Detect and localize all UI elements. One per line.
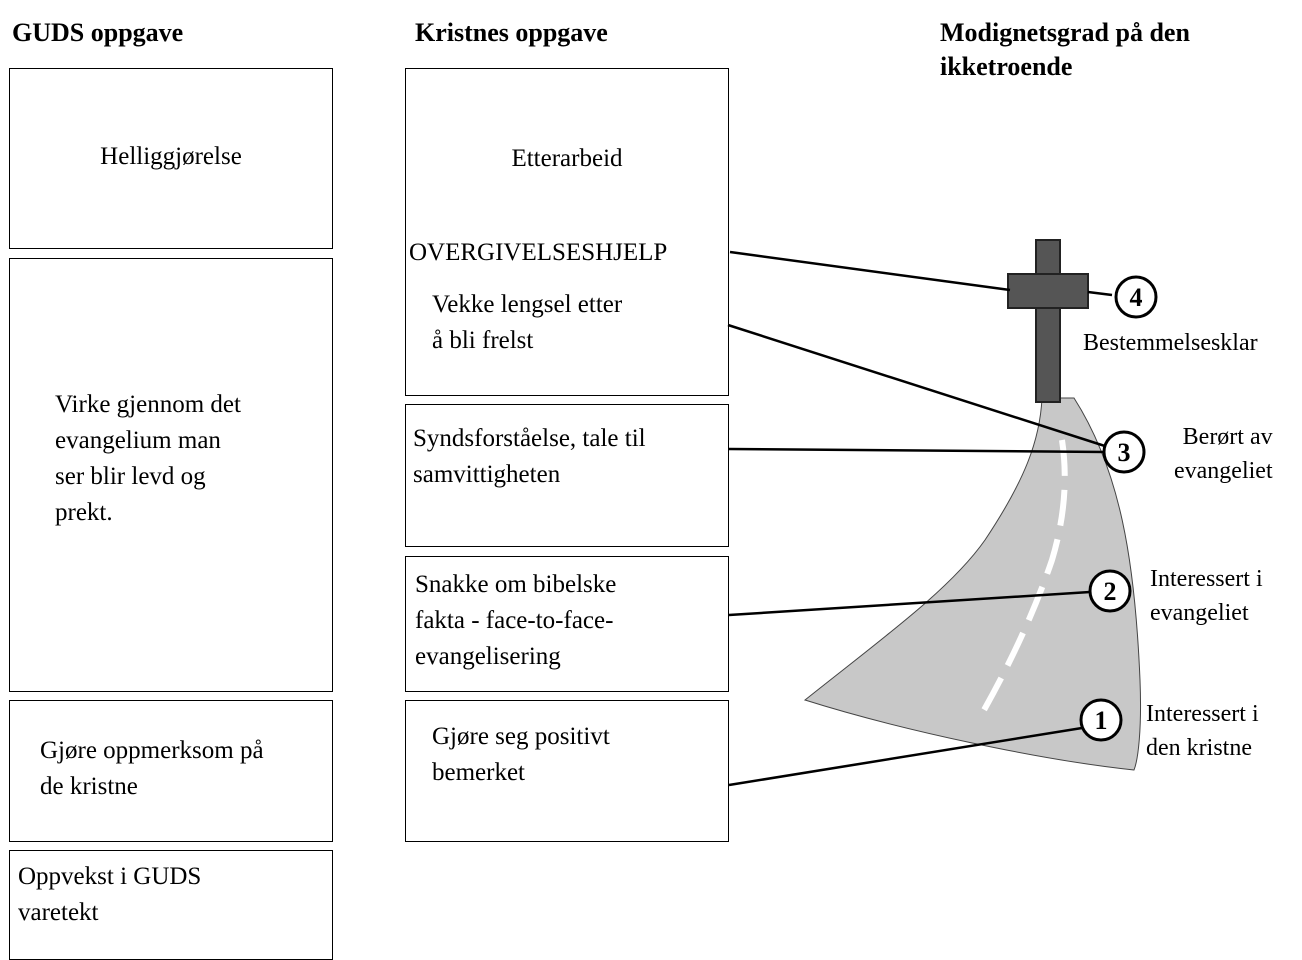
step-marker-4: [1114, 275, 1158, 319]
kristen-box-text: Etterarbeid: [511, 145, 623, 172]
road-stripe: [981, 439, 1068, 712]
step-number-4: 4: [1130, 283, 1143, 312]
gud-box-text: Oppvekst i GUDS varetekt: [18, 863, 202, 926]
kristen-box-text: Syndsforståelse, tale til samvittigheten: [413, 425, 646, 488]
step-marker-1: [1079, 698, 1123, 742]
step-number-1: 1: [1095, 706, 1108, 735]
step-label-1: Interessert i den kristne: [1146, 701, 1259, 761]
step-marker-3: [1102, 430, 1146, 474]
overgivelseshjelp-label: OVERGIVELSESHJELP: [407, 233, 670, 273]
header-modningsgrad: Modignetsgrad på den ikketroende: [940, 18, 1190, 81]
kristen-box-text: Gjøre seg positivt bemerket: [432, 723, 610, 786]
header-guds-oppgave: GUDS oppgave: [12, 18, 184, 47]
gud-box-oppmerksom: Gjøre oppmerksom på de kristne: [9, 700, 333, 842]
step-label-4: Bestemmelsesklar: [1083, 330, 1258, 356]
gud-box-virke: Virke gjennom det evangelium man ser bli…: [9, 258, 333, 692]
connector-vekke: [727, 323, 1109, 449]
header-kristnes-oppgave: Kristnes oppgave: [415, 18, 608, 47]
kristen-box-text: Vekke lengsel etter å bli frelst: [432, 291, 623, 354]
connector-cross-4: [1087, 290, 1113, 297]
connector-overgivelse: [729, 250, 1011, 292]
gud-box-text: Helliggjørelse: [100, 143, 242, 170]
gud-box-helliggjorelse: Helliggjørelse: [9, 68, 333, 249]
gud-box-text: Gjøre oppmerksom på de kristne: [40, 737, 264, 800]
step-number-3: 3: [1118, 438, 1131, 467]
road-shape: [803, 397, 1142, 771]
kristen-box-positivt: Gjøre seg positivt bemerket: [405, 700, 729, 842]
connector-positivt: [728, 726, 1083, 787]
gud-box-text: Virke gjennom det evangelium man ser bli…: [55, 391, 241, 526]
step-label-3: Berørt av evangeliet: [1174, 424, 1273, 484]
kristen-box-etterarbeid: Etterarbeid Vekke lengsel etter å bli fr…: [405, 68, 729, 396]
step-marker-2: [1088, 569, 1132, 613]
kristen-box-syndsforstaelse: Syndsforståelse, tale til samvittigheten: [405, 404, 729, 547]
kristen-box-text: Snakke om bibelske fakta - face-to-face-…: [415, 571, 617, 670]
step-label-2: Interessert i evangeliet: [1150, 566, 1263, 626]
connector-syndsforstaelse: [728, 447, 1107, 454]
connector-snakke: [728, 590, 1091, 617]
kristen-box-snakke: Snakke om bibelske fakta - face-to-face-…: [405, 556, 729, 692]
step-number-2: 2: [1104, 577, 1117, 606]
cross-vertical: [1035, 239, 1061, 403]
cross-horizontal: [1007, 273, 1089, 309]
